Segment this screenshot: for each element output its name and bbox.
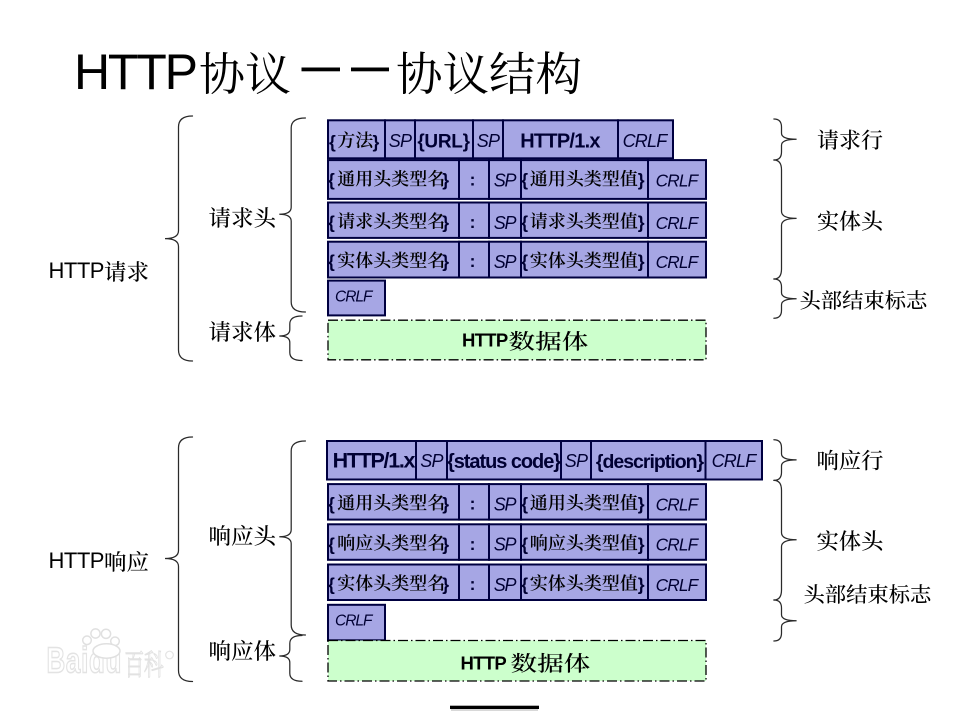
svg-text:{: { — [521, 213, 528, 233]
svg-text:HTTP/1.x: HTTP/1.x — [333, 449, 416, 473]
svg-text:{: { — [521, 170, 528, 190]
svg-text:{: { — [328, 213, 335, 233]
svg-text:}: } — [442, 534, 449, 554]
svg-text:CRLF: CRLF — [656, 213, 700, 233]
svg-text::: : — [470, 212, 476, 232]
svg-text:HTTP: HTTP — [461, 652, 507, 673]
svg-text:SP: SP — [389, 131, 412, 151]
svg-text:{: { — [329, 132, 336, 152]
svg-text:CRLF: CRLF — [656, 252, 700, 272]
svg-text:}: } — [638, 534, 645, 554]
svg-text::: : — [470, 494, 476, 514]
svg-text:SP: SP — [494, 252, 517, 272]
svg-text:CRLF: CRLF — [656, 170, 700, 190]
svg-text:{: { — [521, 494, 528, 514]
svg-text:}: } — [442, 494, 449, 514]
svg-text:SP: SP — [494, 575, 517, 595]
svg-text:{status code}: {status code} — [447, 451, 561, 473]
svg-text:CRLF: CRLF — [623, 131, 669, 151]
svg-text:CRLF: CRLF — [656, 535, 700, 555]
svg-text:SP: SP — [494, 170, 517, 190]
svg-text:HTTP: HTTP — [74, 44, 196, 100]
svg-text:SP: SP — [494, 494, 517, 514]
svg-text:{description}: {description} — [596, 451, 705, 473]
svg-text:CRLF: CRLF — [335, 613, 374, 630]
svg-text::: : — [470, 534, 476, 554]
svg-text:SP: SP — [565, 451, 588, 471]
svg-text:}: } — [638, 170, 645, 190]
svg-text::: : — [470, 574, 476, 594]
svg-text:}: } — [373, 132, 380, 152]
svg-text:HTTP/1.x: HTTP/1.x — [520, 131, 600, 153]
svg-text:SP: SP — [420, 451, 443, 471]
svg-text:CRLF: CRLF — [656, 575, 700, 595]
svg-text:CRLF: CRLF — [712, 451, 758, 471]
svg-text:CRLF: CRLF — [335, 289, 374, 306]
svg-text:HTTP: HTTP — [49, 258, 104, 283]
svg-text:SP: SP — [494, 213, 517, 233]
svg-text:}: } — [638, 575, 645, 595]
svg-text::: : — [470, 170, 476, 190]
svg-text:{: { — [328, 170, 335, 190]
svg-text:{: { — [328, 534, 335, 554]
svg-text:HTTP: HTTP — [49, 548, 104, 573]
svg-text:CRLF: CRLF — [656, 494, 700, 514]
svg-text:}: } — [442, 170, 449, 190]
svg-text:}: } — [638, 252, 645, 272]
svg-text:SP: SP — [494, 535, 517, 555]
svg-text::: : — [470, 251, 476, 271]
svg-text:}: } — [442, 252, 449, 272]
svg-text:{: { — [328, 575, 335, 595]
svg-text:}: } — [442, 213, 449, 233]
svg-text:}: } — [442, 575, 449, 595]
svg-text:}: } — [638, 494, 645, 514]
svg-text:{: { — [328, 252, 335, 272]
svg-text:{URL}: {URL} — [417, 132, 470, 153]
svg-text:{: { — [521, 534, 528, 554]
svg-text:{: { — [328, 494, 335, 514]
svg-text:}: } — [638, 213, 645, 233]
svg-text:{: { — [521, 252, 528, 272]
svg-text:SP: SP — [477, 131, 500, 151]
svg-text:{: { — [521, 575, 528, 595]
svg-text:HTTP: HTTP — [462, 330, 508, 351]
